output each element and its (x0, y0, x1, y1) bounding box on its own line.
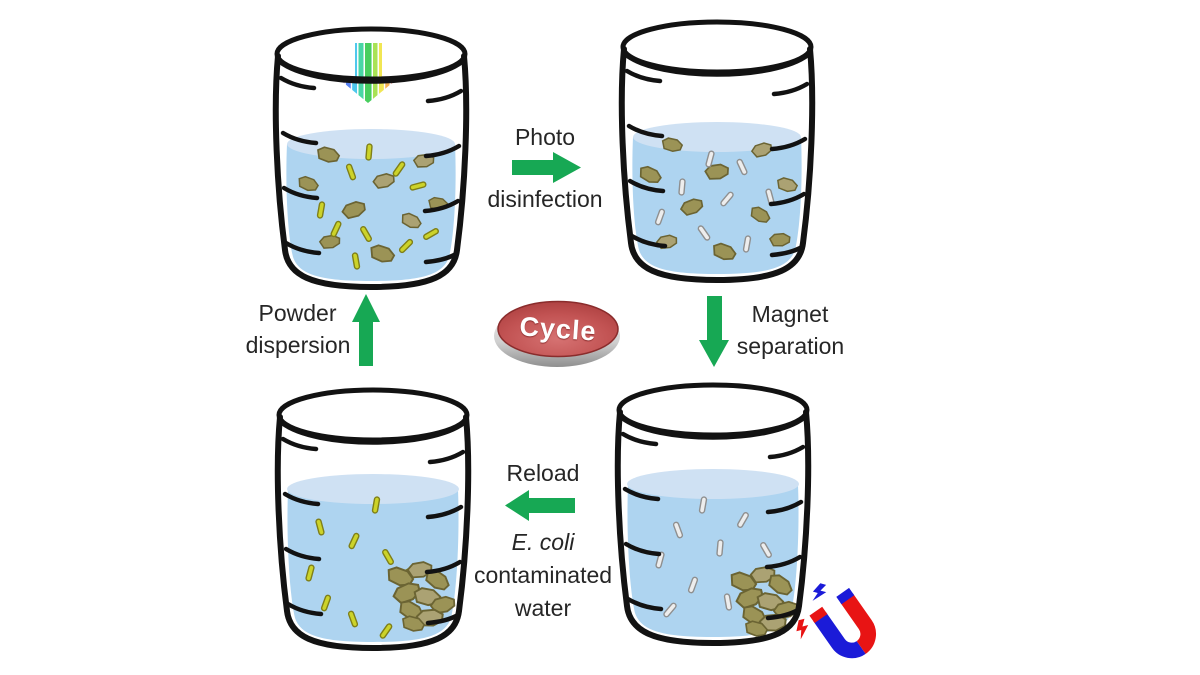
contaminated-label: contaminated (473, 562, 613, 588)
beaker-bottom-left (278, 390, 468, 648)
reload-label: Reload (506, 460, 580, 486)
photo-disinfection-label-line2: disinfection (487, 186, 603, 212)
reload-arrow-icon (505, 490, 575, 521)
magnet-icon (809, 587, 876, 659)
photo-disinfection-label-line1: Photo (514, 124, 576, 150)
beaker-top-left (276, 29, 466, 287)
blue-lightning-icon (810, 582, 829, 604)
beaker-bottom-right (618, 385, 808, 643)
magnet-separation-arrow-icon (699, 296, 729, 367)
magnet-separation-label-line2: separation (736, 333, 845, 359)
magnet-separation-label-line1: Magnet (751, 301, 829, 327)
light-beam-icon (339, 43, 397, 103)
ecoli-label: E. coli (511, 529, 575, 555)
water-label: water (514, 595, 572, 621)
cycle-badge-icon (494, 300, 620, 367)
photo-disinfection-arrow-icon (512, 152, 581, 183)
powder-dispersion-label-line2: dispersion (245, 332, 351, 358)
beaker-top-right (622, 22, 812, 280)
powder-dispersion-arrow-icon (352, 294, 380, 366)
powder-dispersion-label-line1: Powder (258, 300, 337, 326)
